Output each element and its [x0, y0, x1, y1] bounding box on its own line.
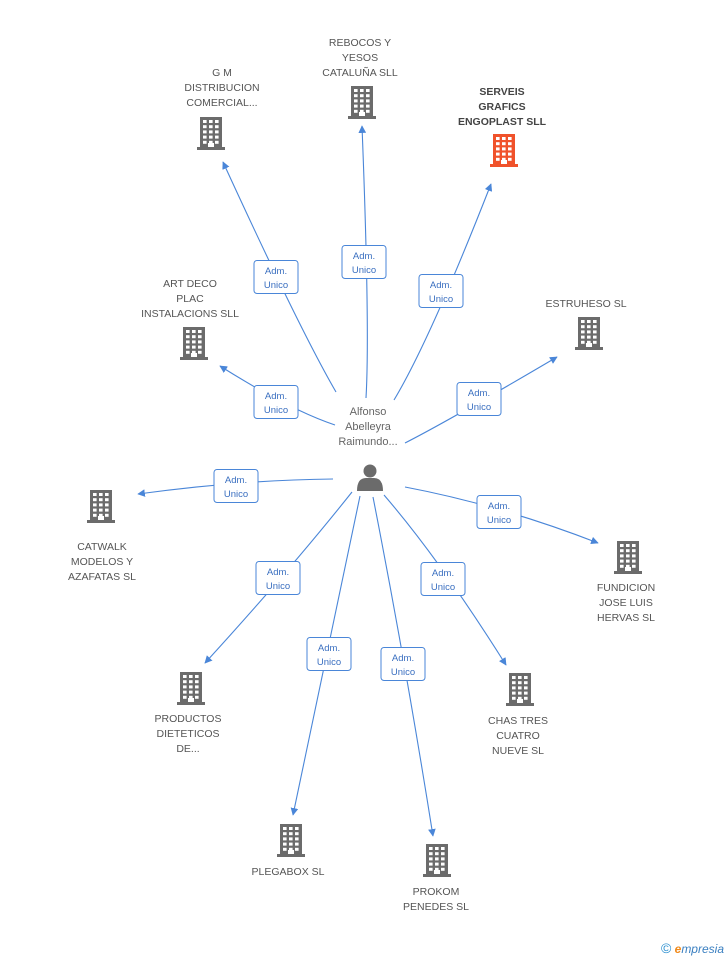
brand-logo-initial: e [674, 942, 682, 956]
role-text: Unico [264, 405, 288, 416]
role-text: Unico [264, 280, 288, 291]
role-text: Adm. [267, 567, 289, 578]
company-node-estruheso[interactable]: ESTRUHESO SL [545, 298, 627, 350]
role-text: Adm. [265, 266, 287, 277]
role-text: Unico [431, 582, 455, 593]
company-node-serveis[interactable]: SERVEIS GRAFICS ENGOPLAST SLL [458, 86, 547, 167]
role-badge-chas[interactable]: Adm. Unico [420, 562, 466, 596]
company-node-rebocos[interactable]: REBOCOS Y YESOS CATALUÑA SLL [322, 37, 398, 119]
company-name-line[interactable]: PRODUCTOS [155, 713, 222, 725]
role-badge-plegabox[interactable]: Adm. Unico [306, 637, 352, 671]
person-icon[interactable] [357, 464, 383, 492]
company-name-line[interactable]: PENEDES SL [403, 901, 469, 913]
company-node-fundicion[interactable]: FUNDICION JOSE LUIS HERVAS SL [597, 541, 655, 624]
role-text: Adm. [225, 475, 247, 486]
role-badge-fundicion[interactable]: Adm. Unico [476, 495, 522, 529]
company-name-line[interactable]: CATWALK [77, 541, 127, 553]
company-name-line[interactable]: ART DECO [163, 278, 217, 290]
role-text: Adm. [488, 501, 510, 512]
edge-serveis [393, 183, 493, 401]
person-name-line: Abelleyra [345, 421, 392, 433]
role-badge-prokom[interactable]: Adm. Unico [380, 647, 426, 681]
role-text: Adm. [353, 251, 375, 262]
edge-rebocos [358, 125, 368, 399]
company-name-line[interactable]: ESTRUHESO SL [545, 298, 626, 310]
building-icon[interactable] [348, 86, 376, 119]
company-name-line[interactable]: DISTRIBUCION [184, 82, 259, 94]
company-name-line[interactable]: GRAFICS [478, 101, 525, 113]
role-badge-serveis[interactable]: Adm. Unico [418, 274, 464, 308]
company-name-line[interactable]: CATALUÑA SLL [322, 66, 398, 79]
role-text: Unico [391, 667, 415, 678]
company-name-line[interactable]: DE... [176, 743, 199, 755]
role-badge-catwalk[interactable]: Adm. Unico [213, 469, 259, 503]
company-name-line[interactable]: G M [212, 67, 232, 79]
person-name-line: Alfonso [350, 406, 387, 418]
company-name-line[interactable]: HERVAS SL [597, 612, 655, 624]
building-icon[interactable] [87, 490, 115, 523]
role-text: Adm. [265, 391, 287, 402]
company-node-catwalk[interactable]: CATWALK MODELOS Y AZAFATAS SL [68, 490, 136, 583]
building-icon[interactable] [277, 824, 305, 857]
company-name-line[interactable]: CHAS TRES [488, 715, 548, 727]
company-name-line[interactable]: AZAFATAS SL [68, 571, 136, 583]
company-name-line[interactable]: FUNDICION [597, 582, 655, 594]
company-name-line[interactable]: CUATRO [496, 730, 540, 742]
company-name-line[interactable]: COMERCIAL... [186, 97, 257, 109]
building-icon[interactable] [490, 134, 518, 167]
building-icon[interactable] [575, 317, 603, 350]
role-text: Adm. [468, 388, 490, 399]
role-text: Unico [487, 515, 511, 526]
role-badge-productos[interactable]: Adm. Unico [255, 561, 301, 595]
company-name-line[interactable]: PLEGABOX SL [252, 866, 325, 878]
company-node-productos[interactable]: PRODUCTOS DIETETICOS DE... [155, 672, 222, 755]
brand-footer: © empresia [661, 940, 724, 956]
building-icon[interactable] [180, 327, 208, 360]
company-name-line[interactable]: SERVEIS [479, 86, 524, 98]
company-name-line[interactable]: YESOS [342, 52, 378, 64]
company-name-line[interactable]: ENGOPLAST SLL [458, 116, 547, 128]
company-node-gm[interactable]: G M DISTRIBUCION COMERCIAL... [184, 67, 260, 150]
company-name-line[interactable]: JOSE LUIS [599, 597, 653, 609]
person-name-line: Raimundo... [338, 436, 397, 448]
company-name-line[interactable]: PLAC [176, 293, 204, 305]
building-icon[interactable] [177, 672, 205, 705]
company-name-line[interactable]: INSTALACIONS SLL [141, 308, 239, 320]
role-text: Unico [429, 294, 453, 305]
role-text: Unico [352, 265, 376, 276]
role-text: Adm. [318, 643, 340, 654]
role-text: Unico [224, 489, 248, 500]
building-icon[interactable] [614, 541, 642, 574]
center-person-node[interactable]: AlfonsoAbelleyraRaimundo... [338, 406, 398, 492]
copyright-symbol: © [660, 940, 672, 956]
building-icon[interactable] [423, 844, 451, 877]
edge-gm [222, 161, 337, 393]
building-icon[interactable] [197, 117, 225, 150]
company-node-plegabox[interactable]: PLEGABOX SL [252, 824, 325, 878]
relations-layer: Adm.UnicoAdm.UnicoAdm.UnicoAdm.UnicoAdm.… [213, 245, 522, 681]
role-badge-rebocos[interactable]: Adm. Unico [341, 245, 387, 279]
company-node-prokom[interactable]: PROKOM PENEDES SL [403, 844, 469, 913]
building-icon[interactable] [506, 673, 534, 706]
company-node-chas[interactable]: CHAS TRES CUATRO NUEVE SL [488, 673, 548, 757]
company-name-line[interactable]: NUEVE SL [492, 745, 544, 757]
role-text: Unico [317, 657, 341, 668]
brand-logo-text: mpresia [681, 942, 724, 956]
role-badge-gm[interactable]: Adm. Unico [253, 260, 299, 294]
role-text: Unico [467, 402, 491, 413]
role-text: Unico [266, 581, 290, 592]
role-text: Adm. [430, 280, 452, 291]
company-node-artdeco[interactable]: ART DECO PLAC INSTALACIONS SLL [141, 278, 239, 360]
role-text: Adm. [432, 568, 454, 579]
company-name-line[interactable]: PROKOM [413, 886, 460, 898]
role-badge-artdeco[interactable]: Adm. Unico [253, 385, 299, 419]
company-name-line[interactable]: REBOCOS Y [329, 37, 391, 49]
company-name-line[interactable]: DIETETICOS [156, 728, 219, 740]
role-text: Adm. [392, 653, 414, 664]
role-badge-estruheso[interactable]: Adm. Unico [456, 382, 502, 416]
company-name-line[interactable]: MODELOS Y [71, 556, 133, 568]
